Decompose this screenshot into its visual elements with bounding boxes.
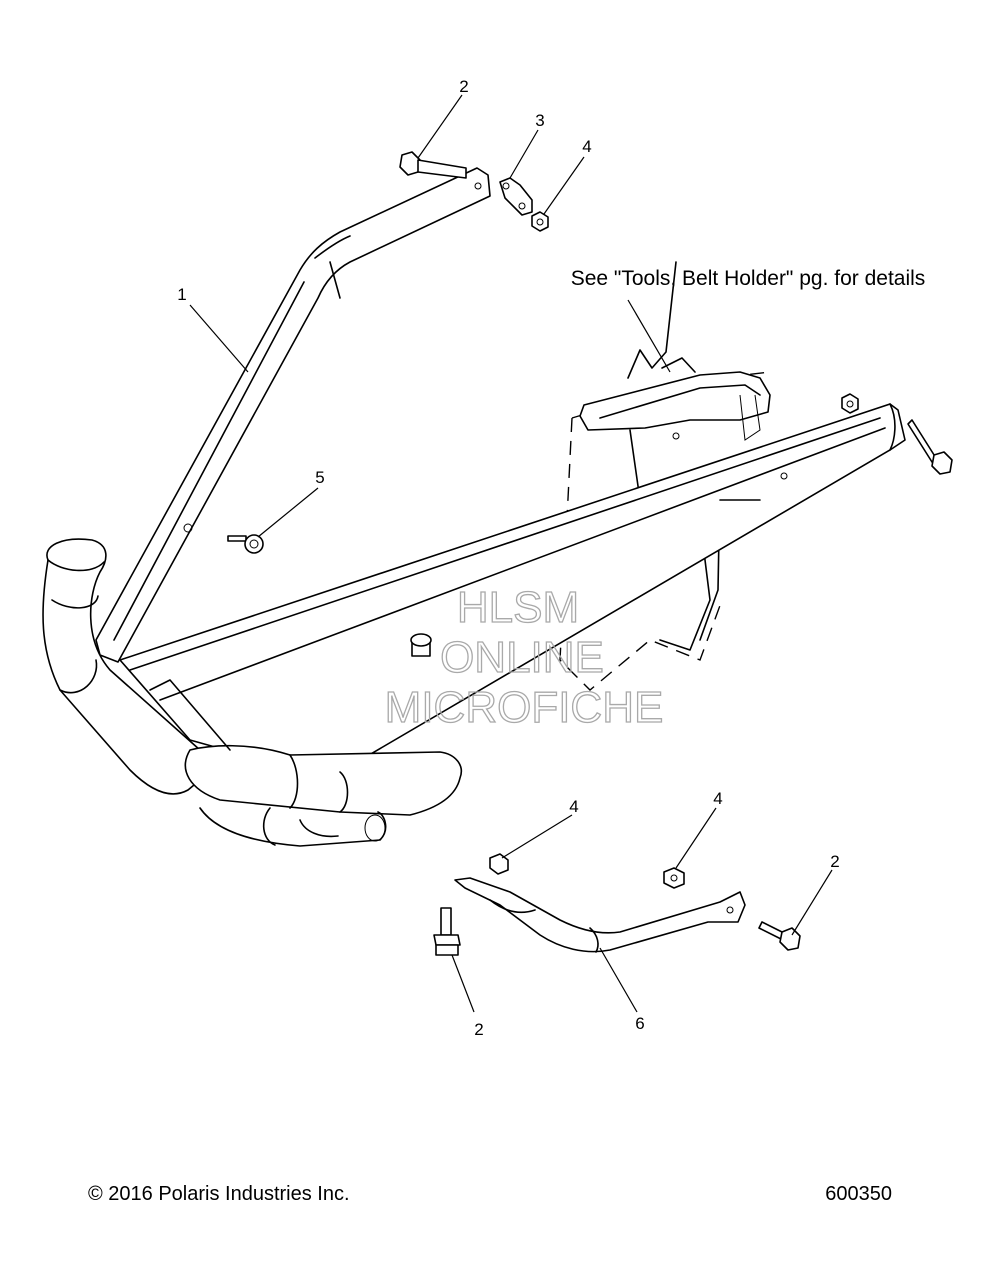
callout-4-top: 4 xyxy=(582,137,591,156)
callout-labels: 1 2 3 4 5 4 4 2 2 6 xyxy=(177,77,839,1039)
callout-1: 1 xyxy=(177,285,186,304)
watermark: HLSM ONLINE MICROFICHE xyxy=(384,582,664,732)
copyright-text: © 2016 Polaris Industries Inc. xyxy=(88,1183,350,1205)
part-6-brace xyxy=(454,877,746,953)
leader-lines xyxy=(189,94,833,1013)
watermark-line-1: HLSM xyxy=(457,583,579,632)
callout-4-lower-left: 4 xyxy=(569,797,578,816)
nut-right-upper xyxy=(841,393,859,414)
callout-2-top: 2 xyxy=(459,77,468,96)
bolt-right-upper xyxy=(907,419,953,475)
nut-4-lower-left xyxy=(489,853,509,875)
callout-2-right: 2 xyxy=(830,852,839,871)
callout-4-lower-right: 4 xyxy=(713,789,722,808)
nut-4-lower-right xyxy=(663,867,685,889)
screw-5 xyxy=(227,534,264,554)
screw-5-mid xyxy=(410,633,432,657)
watermark-line-2: ONLINE xyxy=(440,633,604,682)
bolt-2-lower-right xyxy=(758,921,801,951)
callout-6: 6 xyxy=(635,1014,644,1033)
nut-4-top xyxy=(531,211,549,232)
figure-number: 600350 xyxy=(825,1183,892,1205)
belt-holder-note: See "Tools, Belt Holder" pg. for details xyxy=(571,267,926,290)
callout-5: 5 xyxy=(315,468,324,487)
callout-2-bottom: 2 xyxy=(474,1020,483,1039)
bracket-3 xyxy=(499,177,533,216)
bolt-2-lower-left xyxy=(433,907,461,956)
watermark-line-3: MICROFICHE xyxy=(385,683,664,732)
bolt-2-top xyxy=(399,151,467,179)
callout-3: 3 xyxy=(535,111,544,130)
part-1-bumper xyxy=(42,167,906,847)
